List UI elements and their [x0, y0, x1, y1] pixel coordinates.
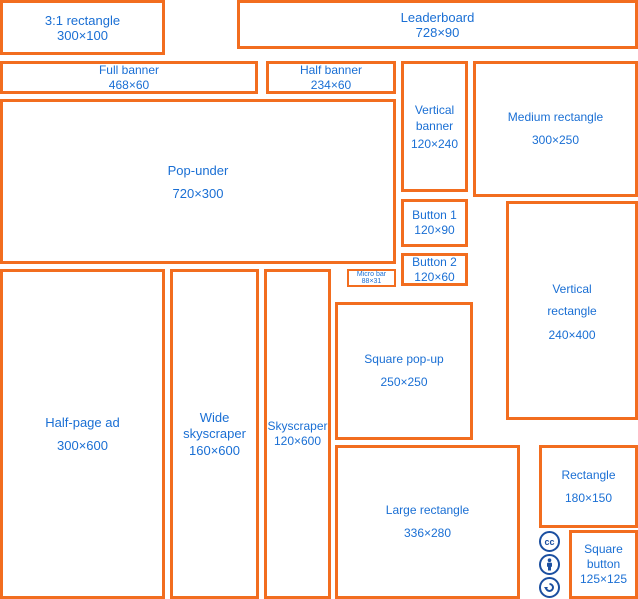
ad-name: Button 2 — [412, 254, 457, 269]
ad-name: Half-page ad — [45, 415, 120, 430]
ad-name: Half banner — [299, 62, 363, 77]
ad-name: Large rectangle — [385, 503, 470, 517]
ad-name: Vertical banner — [414, 102, 455, 133]
ad-dimensions: 728×90 — [415, 24, 460, 40]
ad-large-rectangle: Large rectangle 336×280 — [335, 445, 520, 599]
ad-full-banner: Full banner 468×60 — [0, 61, 258, 94]
ad-dimensions: 180×150 — [564, 490, 613, 505]
ad-dimensions: 120×60 — [414, 269, 455, 284]
share-alike-icon — [539, 577, 560, 598]
ad-dimensions: 468×60 — [108, 77, 150, 92]
ad-vertical-rectangle: Vertical rectangle 240×400 — [506, 201, 638, 420]
ad-name: Leaderboard — [400, 9, 475, 25]
ad-dimensions: 300×250 — [531, 133, 580, 147]
ad-name: Vertical rectangle — [547, 282, 597, 318]
ad-button-1: Button 1 120×90 — [401, 199, 468, 247]
ad-name: Skyscraper — [267, 419, 328, 433]
ad-3-1-rectangle: 3:1 rectangle 300×100 — [0, 0, 165, 55]
ad-name: Full banner — [98, 62, 160, 77]
ad-dimensions: 234×60 — [310, 77, 352, 92]
ad-pop-under: Pop-under 720×300 — [0, 99, 396, 264]
svg-text:cc: cc — [544, 537, 554, 547]
ad-name: Wide skyscraper — [183, 409, 246, 441]
cc-icon: cc — [539, 531, 560, 552]
ad-rectangle: Rectangle 180×150 — [539, 445, 638, 528]
ad-dimensions: 720×300 — [172, 185, 224, 201]
ad-half-banner: Half banner 234×60 — [266, 61, 396, 94]
ad-leaderboard: Leaderboard 728×90 — [237, 0, 638, 49]
ad-half-page: Half-page ad 300×600 — [0, 269, 165, 599]
ad-micro-bar: Micro bar 88×31 — [347, 269, 396, 287]
ad-dimensions: 120×90 — [414, 223, 455, 237]
ad-square-pop-up: Square pop-up 250×250 — [335, 302, 473, 440]
ad-dimensions: 125×125 — [579, 572, 628, 586]
ad-dimensions: 336×280 — [403, 526, 452, 540]
attribution-icon — [539, 554, 560, 575]
ad-dimensions: 240×400 — [548, 328, 596, 342]
ad-name: Square pop-up — [364, 352, 444, 366]
ad-medium-rectangle: Medium rectangle 300×250 — [473, 61, 638, 197]
ad-dimensions: 300×600 — [57, 438, 108, 453]
ad-vertical-banner: Vertical banner 120×240 — [401, 61, 468, 192]
ad-dimensions: 250×250 — [380, 375, 428, 389]
ad-dimensions: 160×600 — [189, 442, 240, 458]
ad-skyscraper: Skyscraper 120×600 — [264, 269, 331, 599]
ad-name: Square button — [584, 542, 623, 571]
ad-dimensions: 300×100 — [57, 27, 108, 43]
ad-dimensions: 120×600 — [273, 434, 322, 448]
ad-name: Medium rectangle — [507, 110, 604, 124]
ad-name: Button 1 — [412, 208, 457, 222]
ad-name: Micro bar — [356, 271, 387, 278]
ad-name: 3:1 rectangle — [44, 12, 121, 28]
ad-dimensions: 88×31 — [361, 278, 382, 285]
ad-button-2: Button 2 120×60 — [401, 253, 468, 286]
ad-dimensions: 120×240 — [410, 136, 459, 151]
ad-wide-skyscraper: Wide skyscraper 160×600 — [170, 269, 259, 599]
ad-name: Pop-under — [167, 162, 229, 178]
ad-square-button: Square button 125×125 — [569, 530, 638, 599]
ad-name: Rectangle — [561, 467, 616, 482]
